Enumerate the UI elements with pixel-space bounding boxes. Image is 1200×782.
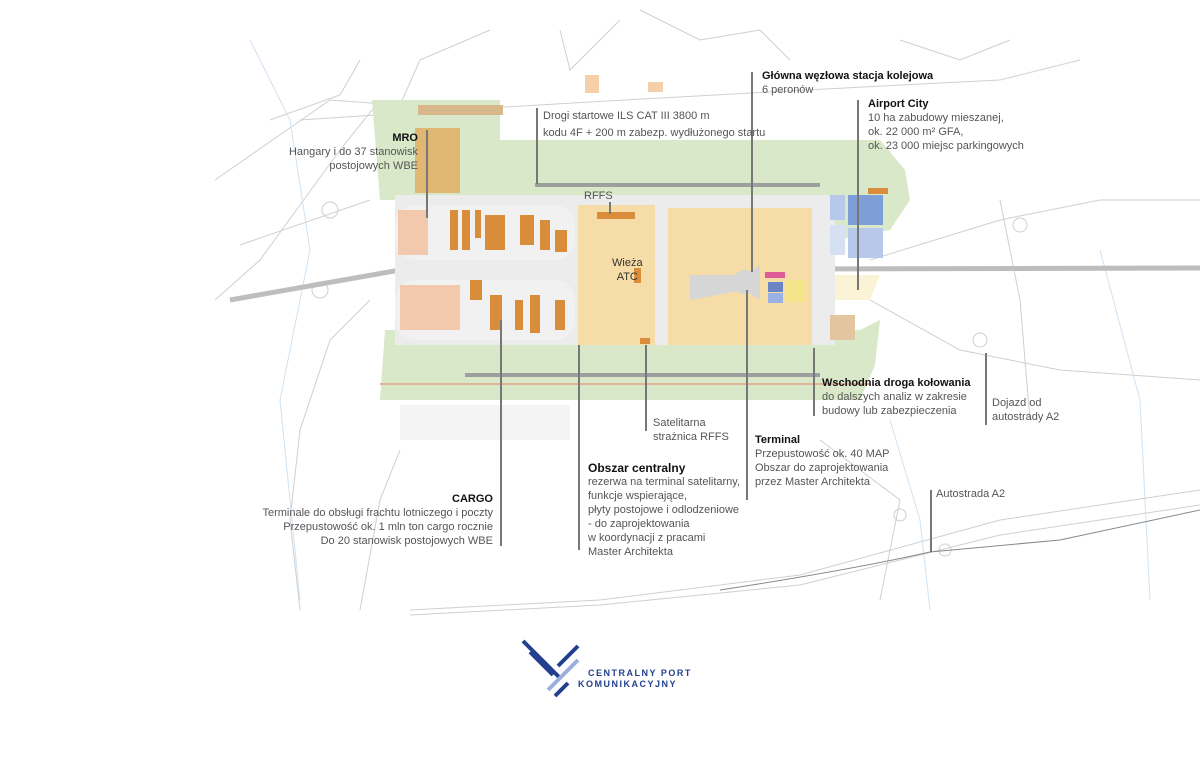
south-runway: [465, 373, 820, 377]
a2-access-leader: [985, 353, 987, 425]
north-runway: [535, 183, 820, 187]
central-area-label: Obszar centralny rezerwa na terminal sat…: [588, 461, 740, 559]
cargo-label: CARGO Terminale do obsługi frachtu lotni…: [262, 492, 493, 548]
rail-station-label: Główna węzłowa stacja kolejowa 6 peronów: [762, 69, 933, 97]
terminal-piers: [690, 265, 760, 300]
motorway-label: Autostrada A2: [936, 488, 1006, 500]
atc-line: ATC: [616, 271, 638, 283]
central-area-leader: [578, 345, 580, 550]
central-area: [578, 205, 655, 345]
airport-city-label: Airport City 10 ha zabudowy mieszanej, o…: [868, 97, 1024, 153]
atc-tower: [634, 268, 641, 283]
runways-label: Drogi startowe ILS CAT III 3800 m kodu 4…: [543, 108, 765, 142]
rffs-leader: [609, 202, 611, 214]
central-area-line: - do zaprojektowania: [588, 518, 690, 530]
logo-line-1: CENTRALNY PORT: [588, 668, 692, 678]
satellite-rffs-label: Satelitarna strażnica RFFS: [653, 416, 729, 444]
east-taxiway-line: budowy lub zabezpieczenia: [822, 405, 957, 417]
airport-city-line: 10 ha zabudowy mieszanej,: [868, 112, 1004, 124]
rail-station-leader: [751, 72, 753, 272]
mro-title: MRO: [392, 132, 418, 144]
east-taxiway-label: Wschodnia droga kołowania do dalszych an…: [822, 376, 971, 418]
mro-zone: [415, 128, 460, 193]
motorway-a2: [719, 509, 1200, 591]
a2-access-line: autostrady A2: [992, 411, 1060, 423]
cargo-line: Terminale do obsługi frachtu lotniczego …: [262, 507, 493, 519]
terminal-line: przez Master Architekta: [755, 476, 870, 488]
cargo-title: CARGO: [452, 493, 493, 505]
mro-line: Hangary i do 37 stanowisk: [288, 146, 418, 158]
central-area-line: rezerwa na terminal satelitarny,: [588, 476, 741, 488]
mro-line: postojowych WBE: [329, 160, 418, 172]
a2-access-label: Dojazd od autostrady A2: [992, 396, 1059, 424]
cargo-line: Przepustowość ok. 1 mln ton cargo roczni…: [283, 521, 493, 533]
cargo-line: Do 20 stanowisk postojowych WBE: [320, 535, 493, 547]
terminal-line: Przepustowość ok. 40 MAP: [755, 448, 890, 460]
central-area-line: funkcje wspierające,: [588, 490, 688, 502]
runways-line: kodu 4F + 200 m zabezp. wydłużonego star…: [543, 127, 766, 139]
satellite-rffs-leader: [645, 345, 647, 431]
rffs-building: [597, 212, 635, 219]
central-area-line: Master Architekta: [588, 546, 673, 558]
central-area-title: Obszar centralny: [588, 461, 686, 475]
terminal-leader: [746, 290, 748, 500]
hangar-buildings: [450, 210, 567, 333]
rail-station-title: Główna węzłowa stacja kolejowa: [762, 70, 934, 82]
terminal-line: Obszar do zaprojektowania: [755, 462, 889, 474]
east-taxiway-line: do dalszych analiz w zakresie: [822, 391, 967, 403]
airport-city-line: ok. 22 000 m² GFA,: [868, 126, 964, 138]
terminal-label: Terminal Przepustowość ok. 40 MAP Obszar…: [755, 433, 890, 489]
atc-line: Wieża: [612, 257, 643, 269]
airport-site-area: [372, 100, 910, 240]
logo-line-2: KOMUNIKACYJNY: [578, 679, 678, 689]
rivers: [249, 39, 1151, 611]
satellite-rffs-line: strażnica RFFS: [653, 431, 729, 443]
airport-city-leader: [857, 100, 859, 290]
motorway-leader: [930, 490, 932, 552]
satellite-rffs-line: Satelitarna: [653, 417, 706, 429]
mro-leader: [426, 130, 428, 218]
east-taxiway-title: Wschodnia droga kołowania: [822, 377, 971, 389]
central-area-line: w koordynacji z pracami: [588, 532, 706, 544]
airport-city-line: ok. 23 000 miejsc parkingowych: [868, 140, 1024, 152]
mro-label: MRO Hangary i do 37 stanowisk postojowyc…: [289, 131, 418, 173]
rail-station-line: 6 peronów: [762, 84, 814, 96]
central-area-line: płyty postojowe i odlodzeniowe: [588, 504, 740, 516]
airport-city-title: Airport City: [868, 98, 929, 110]
cpk-logo-mark: [521, 639, 580, 698]
runways-line: Drogi startowe ILS CAT III 3800 m: [543, 110, 710, 122]
airport-city-blocks: [830, 188, 888, 340]
cargo-leader: [500, 320, 502, 546]
rffs-label: RFFS: [584, 190, 613, 202]
atc-label: Wieża ATC: [612, 256, 643, 284]
terminal-title: Terminal: [755, 434, 801, 446]
east-taxiway-leader: [813, 348, 815, 416]
a2-access-line: Dojazd od: [992, 397, 1042, 409]
runways-leader: [536, 108, 538, 184]
